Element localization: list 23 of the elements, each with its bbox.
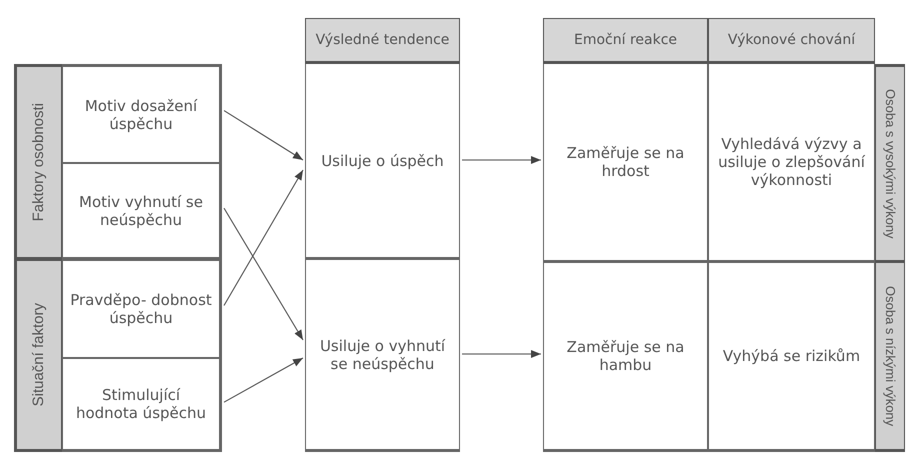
tendency-cell: Usiluje o vyhnutí se neúspěchu	[305, 259, 460, 452]
arrow	[462, 350, 541, 358]
column-header: Výkonové chování	[708, 18, 875, 64]
arrow	[462, 156, 541, 164]
row-group-band: Osoba s nízkými výkony	[875, 262, 905, 452]
row-group-band: Osoba s vysokými výkony	[875, 64, 905, 262]
column-header: Výsledné tendence	[305, 18, 460, 64]
factor-cell: Motiv vyhnutí se neúspěchu	[62, 163, 222, 259]
reaction-cell: Zaměřuje se na hrdost	[543, 64, 708, 262]
tendency-cell: Usiluje o úspěch	[305, 64, 460, 259]
row-group-band: Faktory osobnosti	[14, 64, 62, 259]
factor-cell: Stimulující hodnota úspěchu	[62, 358, 222, 452]
behavior-cell: Vyhledává výzvy a usiluje o zlepšování výkonnosti	[708, 64, 875, 262]
reaction-cell: Zaměřuje se na hambu	[543, 262, 708, 452]
column-header: Emoční reakce	[543, 18, 708, 64]
factor-cell: Motiv dosažení úspěchu	[62, 64, 222, 163]
arrow	[224, 110, 304, 160]
row-group-band: Situační faktory	[14, 259, 62, 452]
behavior-cell: Vyhýbá se rizikům	[708, 262, 875, 452]
factor-cell: Pravděpo- dobnost úspěchu	[62, 259, 222, 358]
arrow	[224, 170, 304, 306]
arrow	[224, 208, 304, 340]
arrow	[224, 358, 304, 403]
